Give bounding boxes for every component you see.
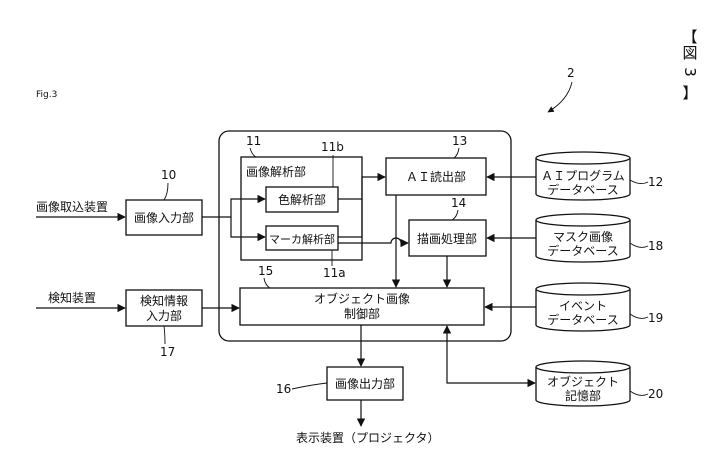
connectors [36,172,536,427]
image-analysis-label: 画像解析部 [246,164,306,179]
ref-leader-20 [629,390,649,396]
object-image-control-label-2: 制御部 [344,306,380,321]
ref-leader-16 [291,382,328,390]
ref-leader-13 [453,147,460,159]
event-db-ref: 19 [648,311,663,325]
object-image-control-label-1: オブジェクト画像 [314,291,410,306]
mask-image-db-ref: 18 [648,239,663,253]
object-storage-db-ref: 20 [648,387,663,401]
arrow-input-to-color [202,194,266,218]
mask-image-db-label-1: マスク画像 [553,230,613,244]
display-device-label: 表示装置（プロジェクタ） [296,431,440,445]
image-capture-device-label: 画像取込装置 [36,200,108,214]
ai-reader-block [385,157,487,196]
color-analysis-label: 色解析部 [278,192,326,207]
detection-input-label-1: 検知情報 [140,294,188,308]
ai-program-db-ref: 12 [648,175,663,189]
object-image-control-block [239,287,485,326]
figure-corner-label: 【 図 3 】 [681,28,699,102]
image-input-label: 画像入力部 [134,210,194,225]
image-input-ref: 10 [161,168,176,182]
ref-leader-14 [451,209,459,221]
arrow-control-to-storage [442,325,536,388]
ai-program-db-label-1: ＡＩプログラム [541,169,625,183]
object-storage-db: オブジェクト 記憶部 [535,360,631,407]
object-storage-db-label-1: オブジェクト [547,374,619,389]
ai-program-db: ＡＩプログラム データベース [535,151,631,201]
ref-leader-15 [263,277,271,289]
mask-image-db: マスク画像 データベース [535,213,631,263]
line-marker-join [338,199,363,238]
drawing-processor-ref: 14 [451,196,466,210]
ref-leader-19 [629,313,649,319]
ai-program-db-label-2: データベース [547,182,618,197]
ref-leader-11 [249,147,257,158]
image-output-block [326,366,404,401]
system-ref-number: 2 [567,66,575,80]
detection-input-ref: 17 [160,345,175,359]
corner-char-zu: 図 [682,44,697,62]
marker-analysis-block [265,225,339,251]
figure-label: Fig.3 [36,90,57,100]
ai-reader-label: ＡＩ読出部 [406,169,466,184]
drawing-processor-label: 描画処理部 [417,231,477,246]
detection-input-label-2: 入力部 [146,308,182,323]
event-db-label-2: データベース [547,312,618,327]
ref-leader-12 [629,179,649,185]
event-db: イベント データベース [535,282,631,332]
arrow-color-to-ai [338,172,386,200]
arrow-input-to-marker [230,217,266,242]
image-output-ref: 16 [276,382,291,396]
corner-char-3: 3 [681,67,699,77]
image-output-label: 画像出力部 [335,376,395,391]
mask-image-db-label-2: データベース [547,243,618,258]
event-db-label-1: イベント [559,299,607,313]
system-ref-arrow [547,81,573,113]
detection-device-label: 検知装置 [48,291,96,305]
object-storage-db-label-2: 記憶部 [565,388,601,403]
ai-reader-ref: 13 [452,134,467,148]
ref-leader-17 [163,325,166,345]
marker-analysis-label: マーカ解析部 [269,232,335,246]
ref-leader-18 [629,242,649,248]
image-input-block [125,199,203,236]
color-analysis-ref: 11b [321,140,344,154]
corner-bracket-open: 【 [682,28,697,46]
marker-analysis-ref: 11a [323,266,346,280]
object-image-control-ref: 15 [258,264,273,278]
ref-leader-10 [163,182,169,201]
corner-bracket-close: 】 [682,84,697,102]
image-analysis-ref: 11 [246,134,261,148]
